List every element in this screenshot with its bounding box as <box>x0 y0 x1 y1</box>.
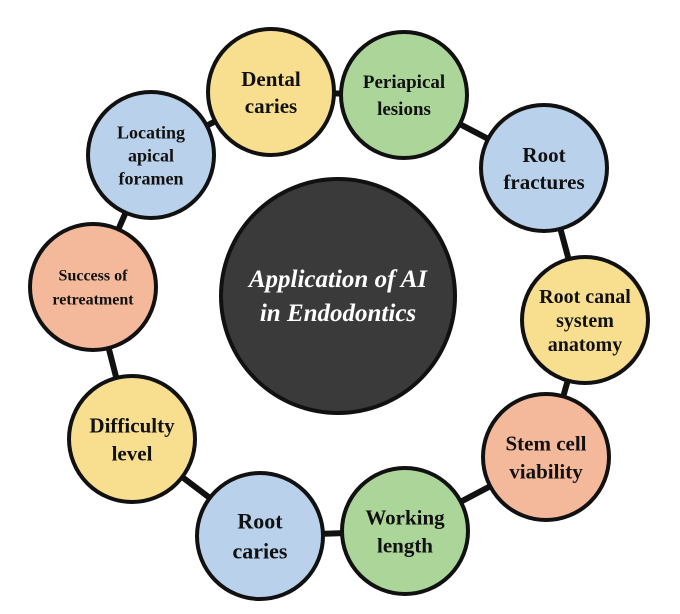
node-label-line: caries <box>233 539 288 564</box>
node-label-line: system <box>556 310 614 332</box>
node-difficulty-level: Difficulty level <box>67 374 197 504</box>
node-label-line: length <box>377 533 433 557</box>
node-label: Root caries <box>233 509 288 564</box>
node-working-length: Working length <box>340 466 470 596</box>
node-circle <box>206 27 336 157</box>
node-label: Difficulty level <box>89 413 175 465</box>
node-label-line: Working <box>365 505 445 529</box>
center-hub: Application of AI in Endodontics <box>219 177 457 415</box>
node-circle <box>195 471 325 601</box>
node-root-fractures: Root fractures <box>479 103 609 233</box>
node-circle <box>340 466 470 596</box>
node-label-line: retreatment <box>52 292 134 309</box>
node-label-line: Success of <box>59 268 129 285</box>
node-success-of-retreatment: Success of retreatment <box>28 222 158 352</box>
node-label-line: level <box>112 441 153 465</box>
node-label-line: Dental <box>241 67 301 91</box>
node-locating-apical-foramen: Locating apical foramen <box>86 90 216 220</box>
node-label-line: viability <box>509 459 583 483</box>
node-label-line: Root <box>522 143 565 167</box>
node-label: Dental caries <box>241 67 301 118</box>
node-circle <box>67 374 197 504</box>
node-circle <box>339 30 469 160</box>
node-label-line: caries <box>245 94 297 118</box>
node-circle <box>479 103 609 233</box>
center-circle <box>219 177 457 415</box>
node-label-line: Locating <box>117 122 185 142</box>
node-label-line: Stem cell <box>505 431 586 455</box>
node-label: Locating apical foramen <box>117 122 185 188</box>
node-circle <box>481 392 611 522</box>
node-label-line: Difficulty <box>89 413 175 437</box>
node-label-line: lesions <box>377 99 431 120</box>
node-root-caries: Root caries <box>195 471 325 601</box>
node-label: Root fractures <box>503 143 584 194</box>
node-label-line: Periapical <box>363 72 445 93</box>
node-label-line: Root <box>237 509 283 534</box>
node-label: Stem cell viability <box>505 431 586 483</box>
node-dental-caries: Dental caries <box>206 27 336 157</box>
center-title-line: in Endodontics <box>260 300 416 327</box>
center-title-line: Application of AI <box>247 266 429 293</box>
node-label: Periapical lesions <box>363 72 445 120</box>
node-label: Success of retreatment <box>52 268 134 309</box>
node-circle <box>28 222 158 352</box>
node-label: Working length <box>365 505 445 557</box>
node-label-line: Root canal <box>539 286 631 308</box>
center-title: Application of AI in Endodontics <box>247 266 429 327</box>
node-label-line: anatomy <box>548 334 622 356</box>
node-label-line: foramen <box>119 168 184 188</box>
node-circle <box>86 90 216 220</box>
node-label-line: apical <box>128 145 174 165</box>
node-stem-cell-viability: Stem cell viability <box>481 392 611 522</box>
node-periapical-lesions: Periapical lesions <box>339 30 469 160</box>
node-label-line: fractures <box>503 170 584 194</box>
node-circle <box>520 255 650 385</box>
